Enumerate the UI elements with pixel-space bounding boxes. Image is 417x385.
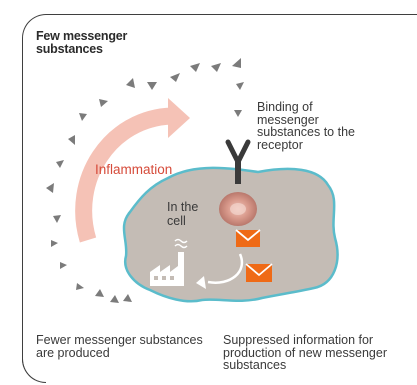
suppressed-info-text: Suppressed information for production of… <box>223 333 387 372</box>
binding-label: Binding of messenger substances to the r… <box>257 101 377 151</box>
inflammation-label: Inflammation <box>95 162 173 177</box>
messenger-triangle <box>46 183 54 193</box>
messenger-triangle <box>60 262 67 269</box>
messenger-triangle <box>147 82 157 90</box>
messenger-triangle <box>68 135 75 145</box>
signal-return-arrow-head <box>196 276 206 289</box>
fewer-produced-text: Fewer messenger substances are produced <box>36 333 203 360</box>
messenger-triangle <box>76 283 84 290</box>
in-the-cell-text: In the cell <box>167 200 199 228</box>
messenger-triangle <box>236 82 244 90</box>
messenger-triangle <box>53 215 61 223</box>
messenger-triangle <box>79 113 87 121</box>
messenger-triangle <box>126 78 135 88</box>
messenger-triangle <box>123 294 132 302</box>
messenger-triangle <box>95 289 104 297</box>
messenger-triangle <box>190 63 200 72</box>
factory-icon <box>150 238 188 286</box>
messenger-triangle <box>234 110 242 117</box>
messenger-triangle <box>56 160 64 168</box>
messenger-triangle <box>170 73 180 82</box>
messenger-triangles <box>46 58 244 303</box>
messenger-triangle <box>232 58 241 68</box>
binding-text: Binding of messenger substances to the r… <box>257 100 355 152</box>
inflammation-arrow <box>75 107 173 243</box>
fewer-produced-label: Fewer messenger substances are produced <box>36 334 204 359</box>
diagram-title: Few messenger substances <box>36 29 128 56</box>
envelope-icon <box>235 229 261 247</box>
envelope-icon <box>245 263 273 282</box>
nucleus-highlight <box>230 203 246 215</box>
suppressed-info-label: Suppressed information for production of… <box>223 334 413 372</box>
messenger-triangle <box>99 99 108 107</box>
messenger-triangle <box>51 240 58 247</box>
signal-return-arrow <box>207 253 243 284</box>
receptor <box>225 139 251 184</box>
messenger-triangle <box>211 63 221 72</box>
in-the-cell-label: In the cell <box>167 200 209 228</box>
messenger-triangle <box>110 295 119 303</box>
inflammation-arrow-head <box>168 98 190 138</box>
